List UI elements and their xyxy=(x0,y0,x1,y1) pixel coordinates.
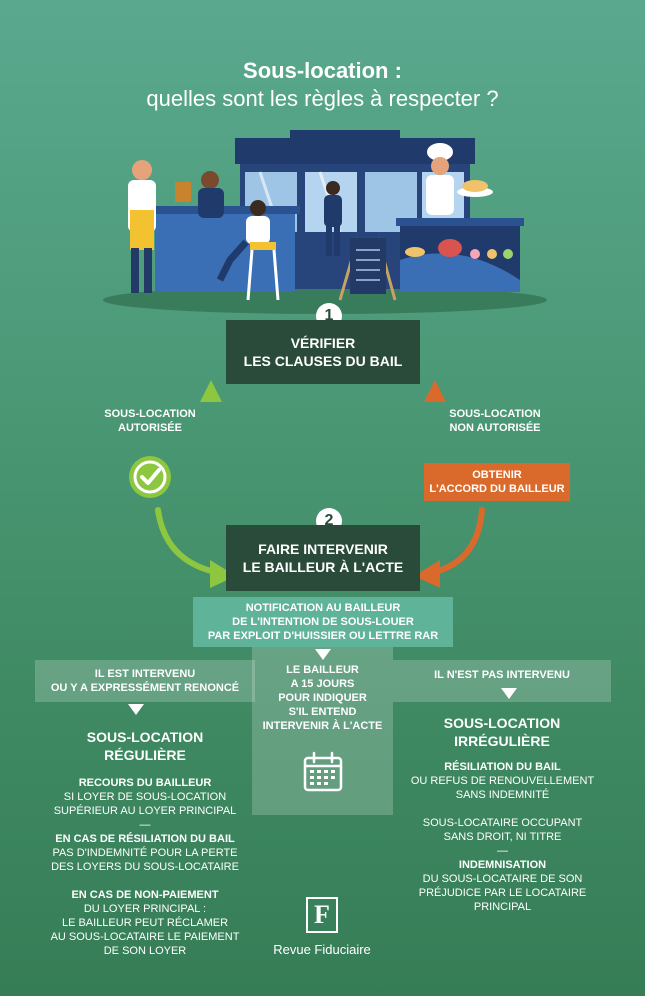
authorized-label: SOUS-LOCATION AUTORISÉE xyxy=(104,408,196,434)
right-down-triangle xyxy=(501,688,517,699)
brand-name: Revue Fiduciaire xyxy=(273,942,371,957)
step1-line1: VÉRIFIER xyxy=(290,335,356,351)
orange-curved-arrow xyxy=(414,507,485,588)
left-header-box: IL EST INTERVENU OU Y A EXPRESSÉMENT REN… xyxy=(35,660,255,702)
delay-box: LE BAILLEUR A 15 JOURS POUR INDIQUER S'I… xyxy=(252,647,393,815)
revue-fiduciaire-logo-icon: F xyxy=(306,897,338,933)
right-header-box: IL N'EST PAS INTERVENU xyxy=(393,660,611,702)
green-triangle xyxy=(200,380,222,402)
green-curved-arrow xyxy=(155,507,236,588)
title-line2: quelles sont les règles à respecter ? xyxy=(146,86,499,111)
check-icon xyxy=(129,456,171,498)
notification-down-triangle xyxy=(315,649,331,660)
title-line1: Sous-location : xyxy=(243,58,402,83)
orange-triangle xyxy=(424,380,446,402)
not-authorized-label: SOUS-LOCATION NON AUTORISÉE xyxy=(449,408,541,434)
left-consequences: RECOURS DU BAILLEUR SI LOYER DE SOUS-LOC… xyxy=(50,777,240,957)
step1-box: VÉRIFIER LES CLAUSES DU BAIL xyxy=(226,320,420,384)
left-down-triangle xyxy=(128,704,144,715)
step2-box: FAIRE INTERVENIR LE BAILLEUR À L'ACTE xyxy=(226,525,420,591)
left-result: SOUS-LOCATION RÉGULIÈRE xyxy=(86,729,204,763)
right-result: SOUS-LOCATION IRRÉGULIÈRE xyxy=(443,715,561,749)
step1-line2: LES CLAUSES DU BAIL xyxy=(243,353,403,369)
notification-box: NOTIFICATION AU BAILLEUR DE L'INTENTION … xyxy=(193,597,453,647)
restaurant-illustration xyxy=(103,130,547,314)
right-consequences: RÉSILIATION DU BAIL OU REFUS DE RENOUVEL… xyxy=(410,761,595,913)
obtain-box: OBTENIR L'ACCORD DU BAILLEUR xyxy=(424,463,570,501)
calendar-icon xyxy=(303,751,343,792)
